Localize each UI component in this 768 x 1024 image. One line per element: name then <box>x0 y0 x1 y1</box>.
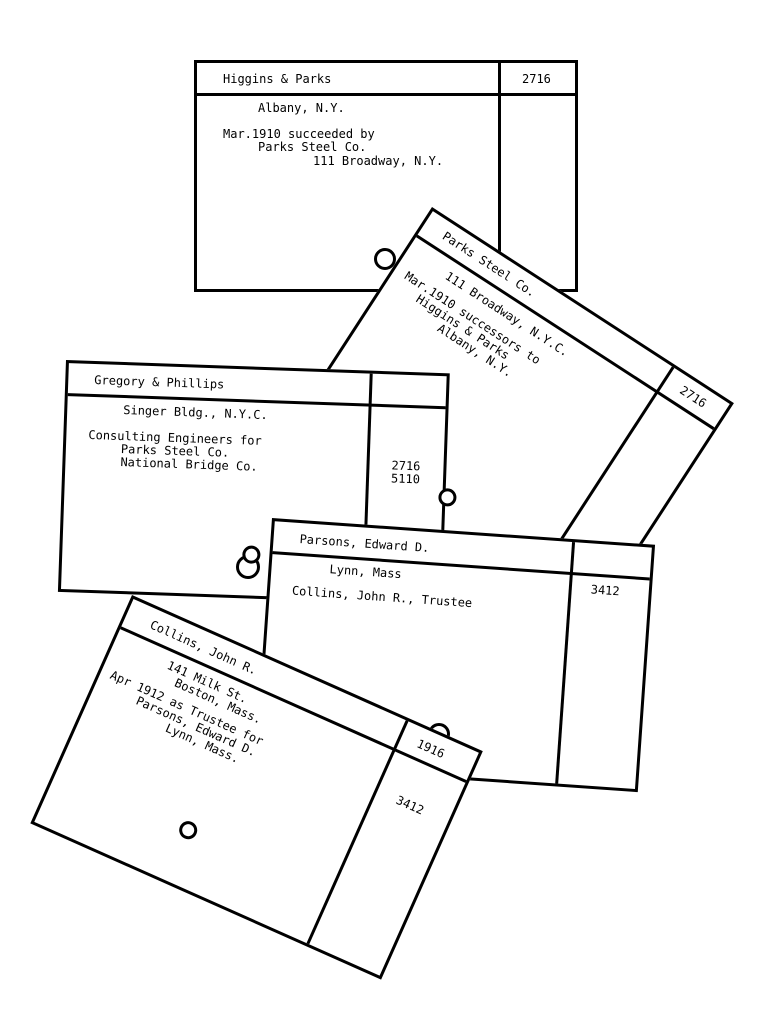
card-name: Parsons, Edward D. <box>299 531 430 556</box>
card-side-number: 5110 <box>390 471 421 487</box>
card-line: Albany, N.Y. <box>258 101 345 115</box>
punch-hole-icon <box>374 248 396 270</box>
card-line: Mar.1910 succeeded by <box>223 127 375 141</box>
card-name: Higgins & Parks <box>223 72 332 86</box>
card-number: 1916 <box>414 736 447 762</box>
punch-hole-icon <box>176 818 201 843</box>
card-side-number: 3412 <box>393 792 427 818</box>
card-line: Parks Steel Co. <box>258 140 367 154</box>
card-line: Collins, John R., Trustee <box>291 583 473 611</box>
card-header-divider <box>197 93 575 96</box>
card-name: Gregory & Phillips <box>94 373 225 392</box>
card-column-divider <box>555 541 576 784</box>
card-column-divider <box>498 63 501 289</box>
card-line: Lynn, Mass <box>329 562 403 582</box>
card-number: 2716 <box>522 72 551 86</box>
card-line: National Bridge Co. <box>120 454 258 474</box>
card-number: 3412 <box>590 582 621 599</box>
card-column-divider <box>306 720 409 945</box>
card-line: 111 Broadway, N.Y. <box>313 154 444 168</box>
card-line: Singer Bldg., N.Y.C. <box>123 403 268 423</box>
